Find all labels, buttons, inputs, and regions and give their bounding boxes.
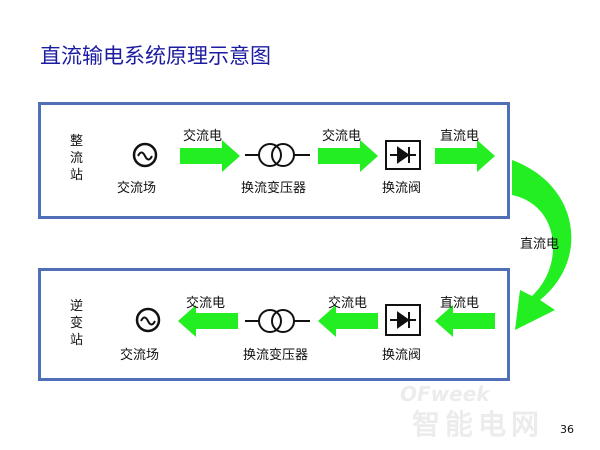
component-label: 交流场 bbox=[117, 181, 157, 196]
arrow-label: 交流电 bbox=[186, 296, 226, 311]
transformer-icon bbox=[245, 143, 310, 167]
arrow-right bbox=[435, 140, 495, 172]
component-label: 换流阀 bbox=[382, 181, 422, 196]
ac-source-icon bbox=[135, 307, 161, 333]
rectifier-station-box bbox=[38, 102, 510, 219]
arrow-left bbox=[178, 305, 238, 337]
arrow-left bbox=[435, 305, 495, 337]
valve-diode-icon bbox=[385, 304, 421, 336]
arrow-right bbox=[180, 140, 240, 172]
arrow-label: 直流电 bbox=[440, 296, 480, 311]
arrow-left bbox=[318, 305, 378, 337]
valve-diode-icon bbox=[385, 140, 421, 170]
arrow-label: 交流电 bbox=[328, 296, 368, 311]
page-title: 直流输电系统原理示意图 bbox=[40, 44, 271, 68]
page-number: 36 bbox=[560, 423, 574, 436]
transformer-icon bbox=[245, 309, 310, 333]
arrow-label: 交流电 bbox=[183, 129, 223, 144]
rectifier-station-label: 整流站 bbox=[70, 134, 84, 183]
arrow-label: 直流电 bbox=[440, 129, 480, 144]
arrow-right bbox=[318, 140, 378, 172]
component-label: 交流场 bbox=[120, 348, 160, 363]
component-label: 换流变压器 bbox=[243, 348, 309, 363]
inverter-station-label: 逆变站 bbox=[70, 299, 84, 348]
arrow-label: 交流电 bbox=[322, 129, 362, 144]
dc-link-label: 直流电 bbox=[520, 237, 560, 252]
ac-source-icon bbox=[132, 142, 158, 168]
component-label: 换流变压器 bbox=[241, 181, 307, 196]
watermark-brand: OFweek bbox=[400, 382, 490, 406]
watermark-site: 智能电网 bbox=[412, 408, 545, 441]
component-label: 换流阀 bbox=[382, 348, 422, 363]
inverter-station-box bbox=[38, 268, 510, 381]
dc-link-arrow bbox=[512, 160, 572, 330]
